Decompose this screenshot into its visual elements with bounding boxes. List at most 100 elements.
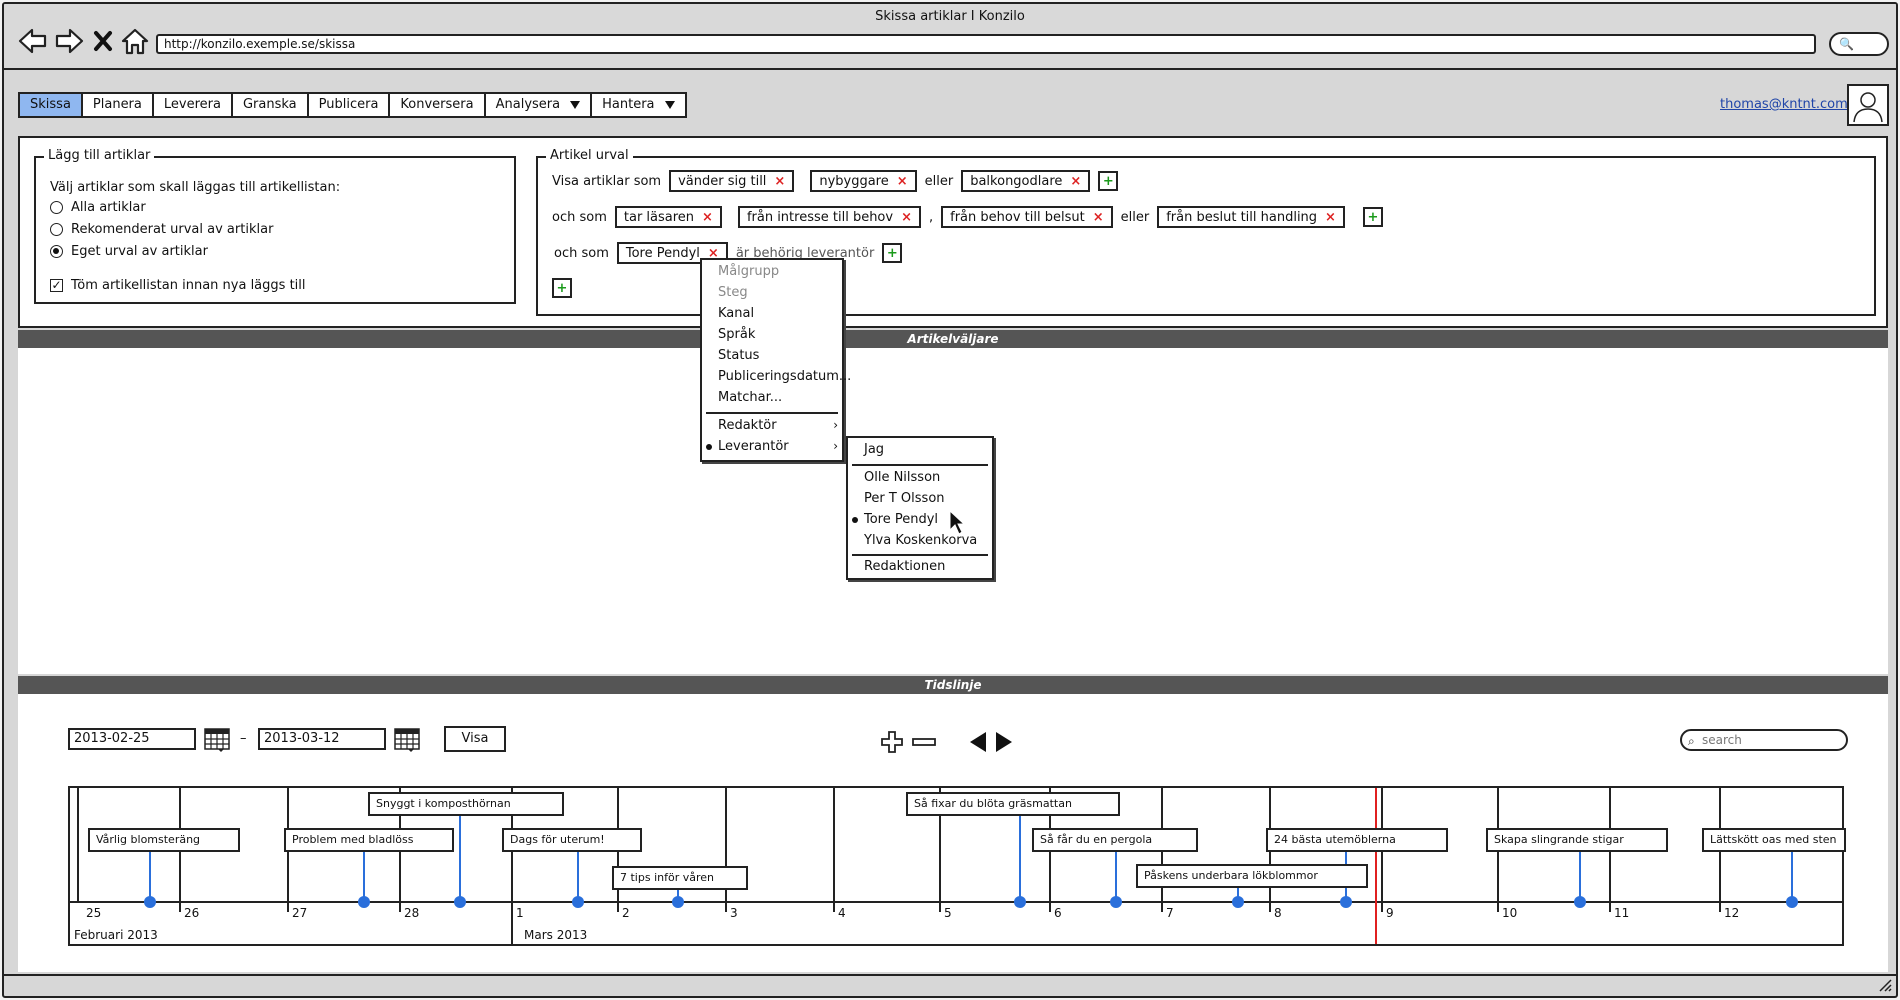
month-label-mar: Mars 2013: [524, 928, 588, 942]
radio-button[interactable]: [50, 201, 63, 214]
tab-skissa[interactable]: Skissa: [20, 94, 83, 116]
checkbox-label: Töm artikellistan innan nya läggs till: [71, 278, 306, 293]
submenu-item-tore-pendyl[interactable]: Tore Pendyl: [864, 512, 939, 527]
timeline-event[interactable]: 24 bästa utemöblerna: [1266, 828, 1448, 852]
menu-item-status[interactable]: Status: [718, 348, 760, 363]
remove-icon[interactable]: ×: [1070, 173, 1082, 189]
menu-item-matchar[interactable]: Matchar...: [718, 390, 783, 405]
timeline-event[interactable]: Dags för uterum!: [502, 828, 642, 852]
calendar-icon[interactable]: [394, 728, 420, 752]
timeline-event[interactable]: Problem med bladlöss: [284, 828, 454, 852]
add-criteria-row-button[interactable]: +: [552, 278, 572, 298]
remove-icon[interactable]: ×: [707, 245, 719, 261]
show-button[interactable]: Visa: [444, 726, 506, 752]
chip-tar-lasaren[interactable]: tar läsaren×: [614, 206, 722, 228]
tab-leverera[interactable]: Leverera: [153, 94, 233, 116]
submenu-arrow-icon: ›: [833, 439, 838, 453]
timeline-event[interactable]: Påskens underbara lökblommor: [1136, 864, 1368, 888]
window-title: Skissa artiklar I Konzilo: [875, 9, 1025, 24]
chip-fran-beslut[interactable]: från beslut till handling×: [1157, 206, 1345, 228]
clear-list-checkbox[interactable]: ✓: [50, 278, 63, 292]
avatar[interactable]: [1847, 84, 1889, 126]
zoom-in-icon[interactable]: [880, 730, 904, 754]
url-input[interactable]: http://konzilo.exemple.se/skissa: [156, 34, 1816, 54]
resize-grip-icon[interactable]: [1876, 976, 1892, 992]
criteria-row-1: Visa artiklar som vänder sig till× nybyg…: [552, 170, 1119, 192]
criteria-lead: och som: [552, 209, 607, 225]
timeline-search-input[interactable]: ⌕ search: [1680, 729, 1848, 751]
home-icon[interactable]: [120, 26, 150, 56]
date-range-separator: –: [240, 731, 247, 746]
submenu-item-olle-nilsson[interactable]: Olle Nilsson: [864, 470, 941, 485]
remove-icon[interactable]: ×: [901, 209, 912, 225]
submenu-item-per-t-olsson[interactable]: Per T Olsson: [864, 491, 945, 506]
comma-label: ,: [929, 209, 934, 225]
add-criteria-button[interactable]: +: [1098, 171, 1119, 191]
stop-icon[interactable]: [92, 26, 114, 56]
chip-vander-sig-till[interactable]: vänder sig till ×: [669, 170, 795, 192]
chip-nybyggare[interactable]: nybyggare×: [810, 170, 917, 192]
chip-fran-intresse[interactable]: från intresse till behov×: [737, 206, 921, 228]
submenu-item-jag[interactable]: Jag: [864, 442, 885, 457]
tab-hantera[interactable]: Hantera: [592, 94, 685, 116]
timeline-event[interactable]: Så får du en pergola: [1032, 828, 1198, 852]
menu-item-sprak[interactable]: Språk: [718, 327, 756, 342]
radio-custom-articles[interactable]: Eget urval av artiklar: [50, 244, 208, 259]
add-criteria-button[interactable]: +: [1362, 207, 1383, 227]
day-label: 28: [404, 906, 420, 920]
date-to-input[interactable]: 2013-03-12: [258, 728, 386, 750]
mouse-cursor-icon: [949, 510, 966, 535]
forward-icon[interactable]: [54, 26, 84, 56]
tab-granska[interactable]: Granska: [232, 94, 309, 116]
remove-icon[interactable]: ×: [1092, 209, 1104, 225]
tab-planera[interactable]: Planera: [82, 94, 154, 116]
radio-button-selected[interactable]: [50, 245, 63, 258]
submenu-item-redaktionen[interactable]: Redaktionen: [864, 559, 946, 574]
remove-icon[interactable]: ×: [702, 209, 713, 225]
next-icon[interactable]: [994, 730, 1014, 754]
zoom-out-icon[interactable]: [912, 730, 936, 754]
menu-item-kanal[interactable]: Kanal: [718, 306, 755, 321]
user-email-link[interactable]: thomas@kntnt.com: [1720, 97, 1848, 112]
remove-icon[interactable]: ×: [1325, 209, 1336, 225]
event-marker: [454, 896, 466, 908]
or-label: eller: [1120, 209, 1150, 225]
timeline-event[interactable]: Så fixar du blöta gräsmattan: [906, 792, 1120, 816]
add-criteria-button[interactable]: +: [882, 243, 903, 263]
tab-konversera[interactable]: Konversera: [390, 94, 486, 116]
radio-recommended-articles[interactable]: Rekomenderat urval av artiklar: [50, 222, 273, 237]
tab-label: Analysera: [495, 97, 561, 112]
selection-panel: Lägg till artiklar Välj artiklar som ska…: [18, 136, 1888, 328]
event-marker: [572, 896, 584, 908]
day-label: 5: [944, 906, 952, 920]
add-articles-legend: Lägg till artiklar: [44, 148, 155, 163]
date-from-input[interactable]: 2013-02-25: [68, 728, 196, 750]
previous-icon[interactable]: [968, 730, 988, 754]
tab-publicera[interactable]: Publicera: [308, 94, 391, 116]
submenu-item-ylva-koskenkorva[interactable]: Ylva Koskenkorva: [864, 533, 978, 548]
clear-list-checkbox-row[interactable]: ✓ Töm artikellistan innan nya läggs till: [50, 278, 306, 293]
timeline-event[interactable]: Vårlig blomsteräng: [88, 828, 240, 852]
timeline-event[interactable]: 7 tips inför våren: [612, 866, 748, 890]
chip-fran-behov[interactable]: från behov till belsut×: [941, 206, 1113, 228]
timeline-event[interactable]: Lättskött oas med sten: [1702, 828, 1846, 852]
remove-icon[interactable]: ×: [774, 173, 786, 189]
radio-label: Eget urval av artiklar: [71, 244, 208, 259]
dropdown-arrow-icon: [570, 101, 581, 109]
tab-analysera[interactable]: Analysera: [485, 94, 593, 116]
radio-button[interactable]: [50, 223, 63, 236]
menu-item-redaktor[interactable]: Redaktör: [718, 418, 842, 433]
browser-search-input[interactable]: 🔍: [1829, 32, 1889, 56]
chip-label: vänder sig till: [678, 173, 767, 189]
remove-icon[interactable]: ×: [896, 173, 908, 189]
chip-balkongodlare[interactable]: balkongodlare×: [961, 170, 1091, 192]
timeline-event[interactable]: Snyggt i komposthörnan: [368, 792, 564, 816]
tab-label: Skissa: [30, 97, 71, 112]
radio-all-articles[interactable]: Alla artiklar: [50, 200, 146, 215]
menu-item-leverantor[interactable]: Leverantör: [718, 439, 789, 454]
timeline-event[interactable]: Skapa slingrande stigar: [1486, 828, 1668, 852]
back-icon[interactable]: [18, 26, 48, 56]
menu-item-publiceringsdatum[interactable]: Publiceringsdatum...: [718, 369, 852, 384]
calendar-icon[interactable]: [204, 728, 230, 752]
